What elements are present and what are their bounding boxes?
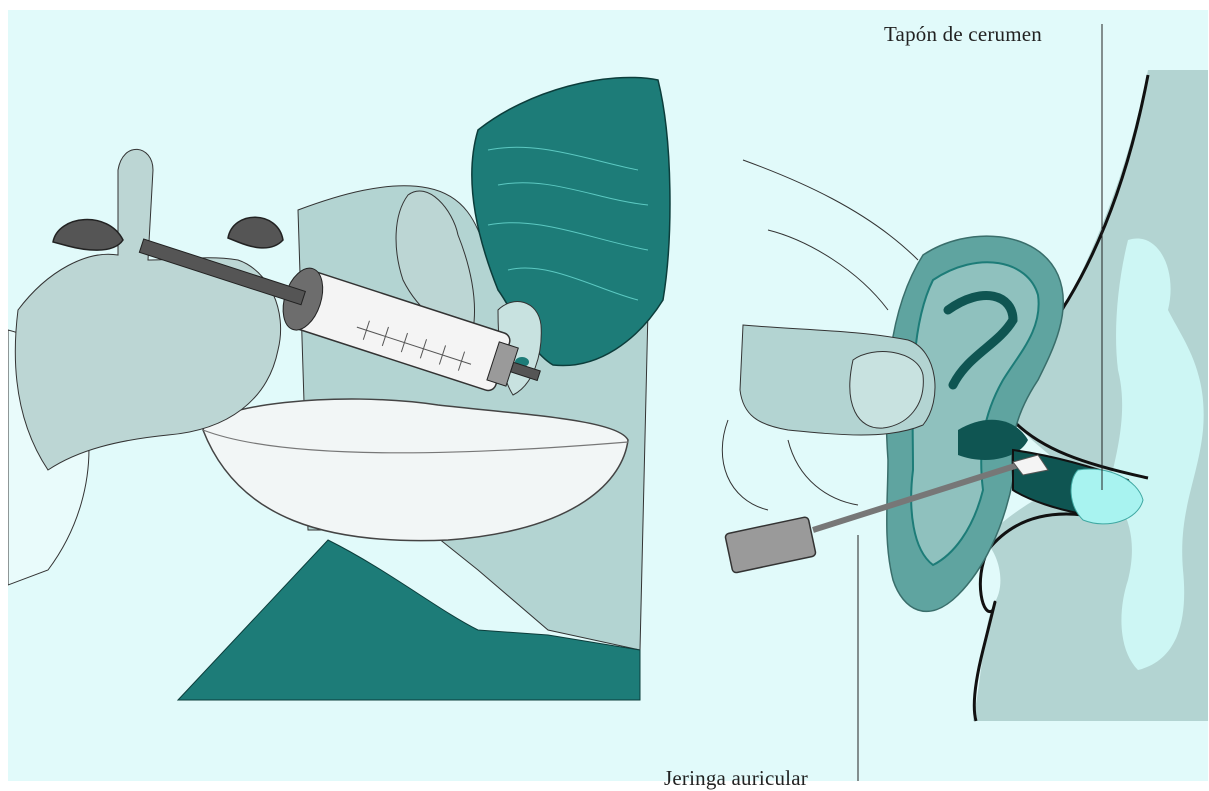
- illustration-svg: [8, 10, 1208, 781]
- illustration-panel: Tapón de cerumen Jeringa auricular: [8, 10, 1208, 781]
- label-cerumen-plug: Tapón de cerumen: [884, 22, 1042, 47]
- label-ear-syringe: Jeringa auricular: [664, 766, 808, 791]
